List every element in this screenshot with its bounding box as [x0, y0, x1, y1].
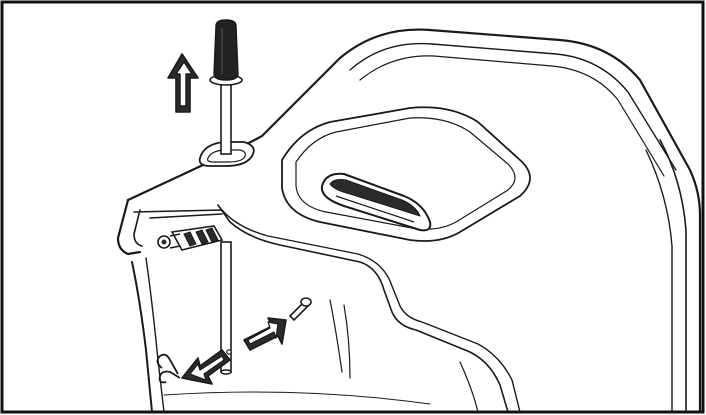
remove-clip-arrow-icon	[181, 349, 231, 385]
lift-up-arrow-icon	[167, 53, 199, 113]
hinge-pin	[288, 297, 312, 322]
hinge-block	[157, 225, 224, 251]
hinge-rod	[198, 19, 255, 375]
retaining-clip	[156, 353, 181, 384]
lid-hatch-panel	[281, 106, 531, 242]
lid-handle	[320, 172, 432, 232]
appliance-lid	[116, 28, 702, 414]
insert-pin-arrow-icon	[243, 317, 287, 351]
